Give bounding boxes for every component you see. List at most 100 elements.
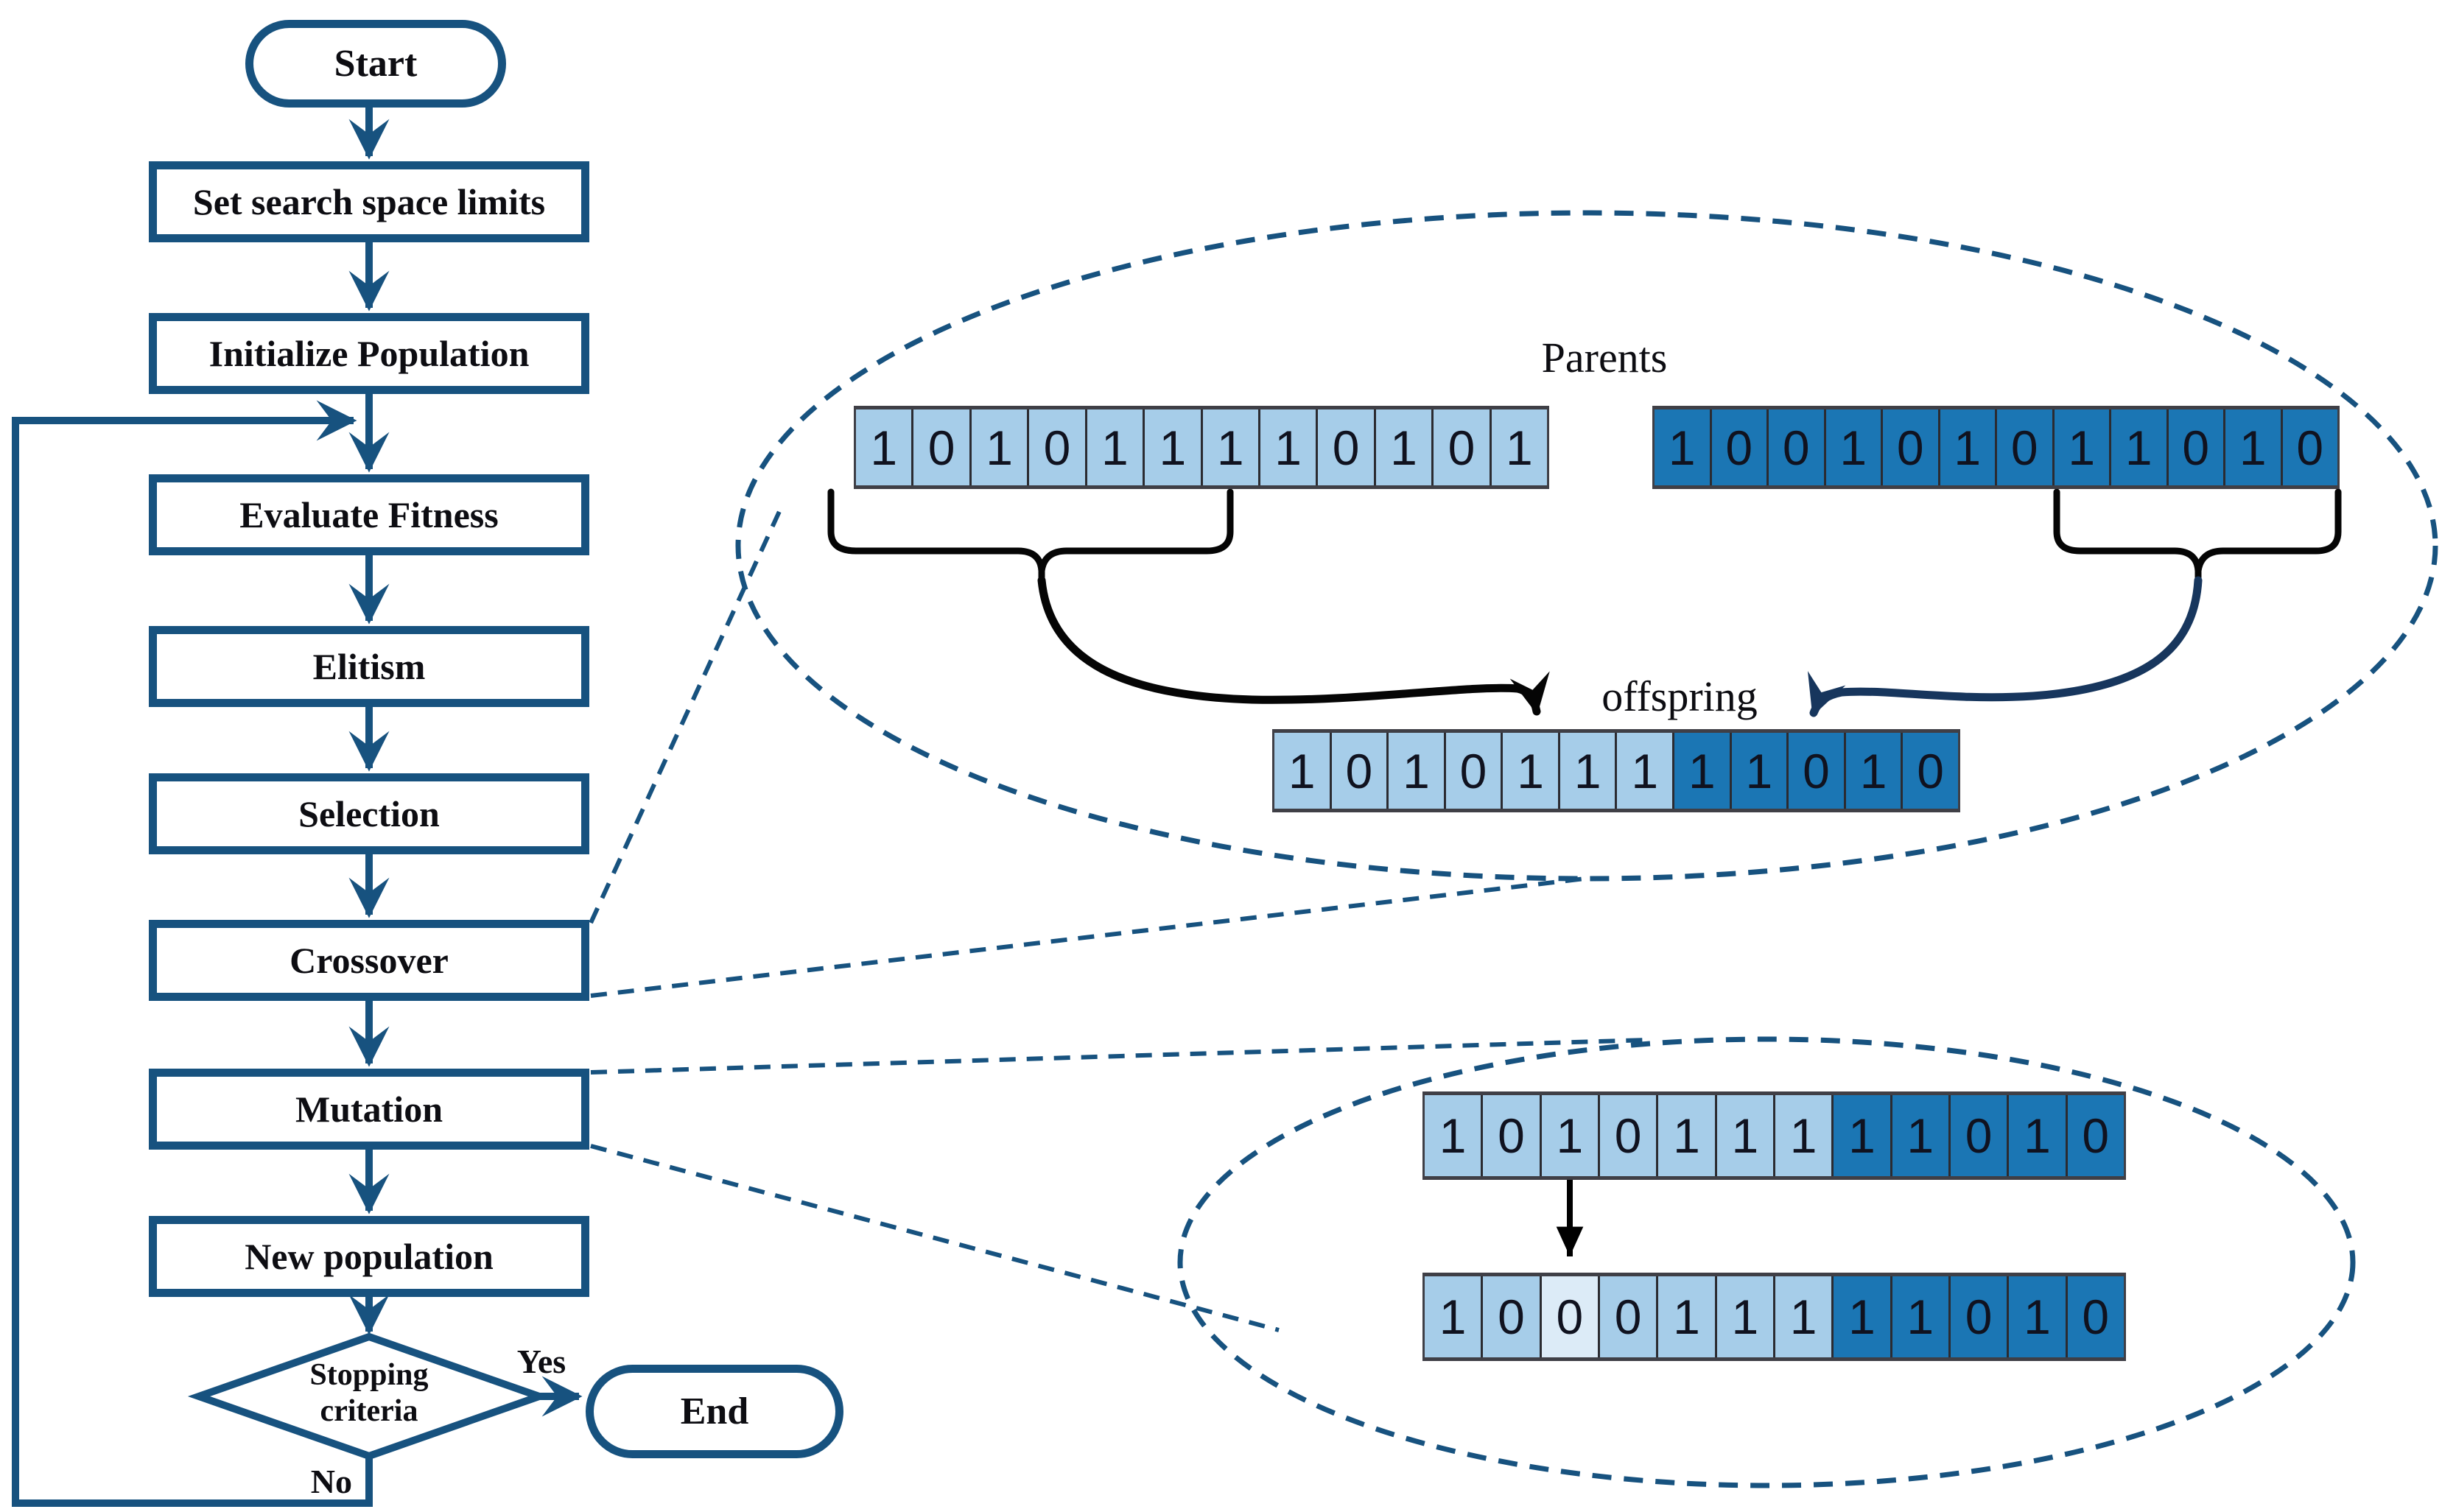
flow-node-end: End [586, 1365, 843, 1458]
decision-label: Stopping criteria [259, 1357, 480, 1430]
bit-cell: 0 [2065, 1095, 2124, 1176]
bit-cell: 0 [1766, 409, 1824, 485]
bit-cell: 0 [2166, 409, 2223, 485]
crossover-zoom-ellipse [735, 210, 2438, 882]
bit-cell: 1 [1729, 733, 1787, 809]
bit-cell: 1 [2052, 409, 2109, 485]
bit-cell: 1 [1831, 1095, 1890, 1176]
bit-cell: 1 [1615, 733, 1673, 809]
bit-cell: 0 [1597, 1095, 1657, 1176]
decision-label-line1: Stopping [309, 1358, 429, 1392]
bit-cell: 1 [1714, 1095, 1773, 1176]
bit-cell: 0 [1443, 733, 1501, 809]
selection-label: Selection [298, 793, 440, 834]
bit-cell: 0 [1901, 733, 1958, 809]
bit-cell: 1 [1425, 1276, 1481, 1357]
bit-cell: 0 [1948, 1276, 2007, 1357]
mutation-ellipse-connector-top [590, 1038, 1648, 1075]
end-label: End [680, 1390, 749, 1432]
flow-node-new-population: New population [149, 1216, 589, 1297]
parent1-underbrace-right-half [1038, 488, 1234, 574]
no-branch-label: No [310, 1463, 352, 1500]
flow-node-crossover: Crossover [149, 920, 589, 1001]
bit-cell: 0 [1881, 409, 1938, 485]
bit-cell: 1 [1656, 1276, 1715, 1357]
crossover-ellipse-connector-bottom [590, 876, 1592, 998]
bit-cell: 1 [1656, 1095, 1715, 1176]
bit-cell: 1 [1655, 409, 1710, 485]
new-population-label: New population [245, 1236, 494, 1277]
parent2-underbrace-left-half [2053, 488, 2202, 584]
set-limits-label: Set search space limits [192, 181, 546, 222]
bit-cell: 1 [1257, 409, 1316, 485]
parent2-underbrace-right-half [2194, 488, 2342, 574]
elitism-label: Elitism [312, 646, 426, 687]
bit-cell: 0 [1316, 409, 1374, 485]
flow-node-start: Start [245, 20, 506, 108]
crossover-label: Crossover [290, 940, 449, 981]
flow-node-evaluate-fitness: Evaluate Fitness [149, 474, 589, 555]
bit-cell: 1 [1937, 409, 1995, 485]
bit-cell: 1 [1772, 1276, 1832, 1357]
loop-no-path [12, 400, 373, 1507]
parents-label: Parents [1541, 334, 1668, 381]
bit-cell: 1 [1557, 733, 1615, 809]
bit-cell: 1 [1143, 409, 1201, 485]
evaluate-fitness-label: Evaluate Fitness [239, 494, 499, 535]
parent2-to-offspring-arrow [1807, 576, 2203, 717]
bit-cell: 0 [1027, 409, 1085, 485]
bit-cell: 0 [2065, 1276, 2124, 1357]
crossover-ellipse-connector-top [589, 507, 783, 924]
bit-cell: 1 [1831, 1276, 1890, 1357]
bit-cell: 1 [1823, 409, 1881, 485]
mutation-zoom-ellipse [1177, 1036, 2356, 1488]
bit-cell: 1 [2007, 1095, 2066, 1176]
flow-node-init-population: Initialize Population [149, 313, 589, 394]
bit-cell: 1 [1714, 1276, 1773, 1357]
bit-cell: 1 [1772, 1095, 1832, 1176]
bit-cell: 1 [1425, 1095, 1481, 1176]
bit-cell: 1 [1539, 1095, 1598, 1176]
flow-node-mutation: Mutation [149, 1069, 589, 1150]
bit-cell: 1 [2007, 1276, 2066, 1357]
mutation-label: Mutation [295, 1089, 443, 1130]
bit-cell: 0 [1481, 1276, 1540, 1357]
flow-node-set-limits: Set search space limits [149, 161, 589, 242]
flow-node-elitism: Elitism [149, 626, 589, 707]
bit-cell: 1 [2223, 409, 2281, 485]
init-population-label: Initialize Population [208, 333, 530, 374]
bit-cell: 1 [1843, 733, 1901, 809]
bit-cell: 0 [1539, 1276, 1598, 1357]
offspring-label: offspring [1601, 672, 1758, 720]
bit-cell: 1 [1489, 409, 1548, 485]
bit-cell: 0 [1329, 733, 1387, 809]
bit-cell: 1 [1890, 1095, 1948, 1176]
bit-cell: 1 [1501, 733, 1558, 809]
bit-cell: 0 [1786, 733, 1844, 809]
mutation-ellipse-connector-bottom [590, 1144, 1280, 1332]
flow-node-selection: Selection [149, 773, 589, 854]
bit-cell: 0 [2280, 409, 2337, 485]
bit-cell: 0 [1995, 409, 2052, 485]
bit-cell: 1 [856, 409, 912, 485]
bit-cell: 1 [1373, 409, 1432, 485]
bit-cell: 1 [1274, 733, 1330, 809]
bit-cell: 1 [1890, 1276, 1948, 1357]
bit-cell: 0 [1431, 409, 1490, 485]
bit-cell: 0 [1481, 1095, 1540, 1176]
decision-diamond-shape [187, 1332, 551, 1460]
bit-cell: 0 [1709, 409, 1766, 485]
bit-cell: 1 [1672, 733, 1730, 809]
bit-cell: 1 [1386, 733, 1444, 809]
start-label: Start [334, 43, 418, 85]
yes-branch-label: Yes [516, 1343, 566, 1380]
bit-cell: 1 [969, 409, 1028, 485]
bit-cell: 0 [911, 409, 969, 485]
